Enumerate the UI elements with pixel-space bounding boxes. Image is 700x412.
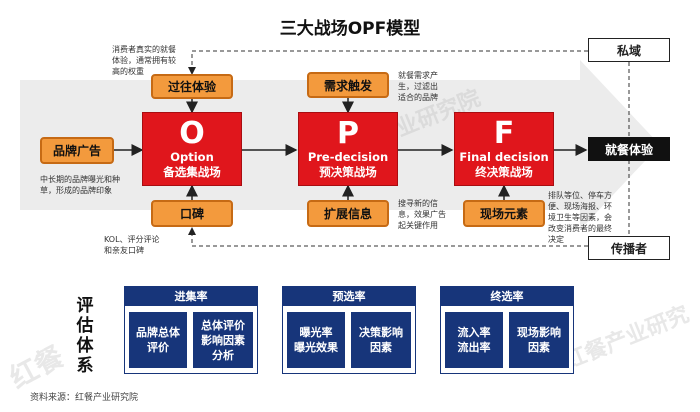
past-experience-note: 消费者真实的就餐体验，通常拥有较高的权重 <box>112 45 176 76</box>
stage-chinese: 终决策战场 <box>475 165 533 179</box>
stage-letter: O <box>179 116 205 151</box>
eval-item: 现场影响因素 <box>509 312 569 368</box>
past-experience-box: 过往体验 <box>151 74 233 99</box>
stage-letter: P <box>337 116 359 151</box>
brand-ads-box: 品牌广告 <box>40 137 114 164</box>
stage-chinese: 预决策战场 <box>319 165 377 179</box>
stage-final-decision-box: F Final decision 终决策战场 <box>454 112 554 186</box>
stage-pre-decision-box: P Pre-decision 预决策战场 <box>298 112 398 186</box>
word-of-mouth-note: KOL、评分评论和亲友口碑 <box>104 235 160 255</box>
word-of-mouth-box: 口碑 <box>151 200 233 227</box>
spreader-box: 传播者 <box>588 236 670 260</box>
stage-english: Pre-decision <box>307 150 389 164</box>
extended-info-note: 搜寻新的信息，效果广告起关键作用 <box>398 199 446 230</box>
brand-ads-note: 中长期的品牌曝光和种草，形成的品牌印象 <box>40 175 120 195</box>
eval-item: 决策影响因素 <box>351 312 411 368</box>
stage-english: Final decision <box>459 150 549 164</box>
stage-english: Option <box>170 150 214 164</box>
demand-trigger-note: 就餐需求产生，过滤出适合的品牌 <box>398 71 438 102</box>
stage-letter: F <box>493 116 515 151</box>
eval-group-header: 预选率 <box>282 286 416 306</box>
source-note: 资料来源：红餐产业研究院 <box>30 393 139 403</box>
eval-item: 总体评价影响因素分析 <box>193 312 253 368</box>
stage-chinese: 备选集战场 <box>163 165 221 179</box>
eval-group-header: 进集率 <box>124 286 258 306</box>
private-domain-box: 私域 <box>588 38 670 62</box>
eval-item: 曝光率曝光效果 <box>287 312 345 368</box>
evaluation-system-label: 评估体系 <box>76 296 94 376</box>
dining-experience-box: 就餐体验 <box>588 137 670 161</box>
eval-item: 流入率流出率 <box>445 312 503 368</box>
onsite-elements-note: 排队等位、停车方便、现场海报、环境卫生等因素，会改变消费者的最终决定 <box>548 191 612 244</box>
stage-option-box: O Option 备选集战场 <box>142 112 242 186</box>
demand-trigger-box: 需求触发 <box>307 72 389 98</box>
onsite-elements-box: 现场元素 <box>463 200 545 227</box>
diagram-title: 三大战场OPF模型 <box>279 19 421 39</box>
extended-info-box: 扩展信息 <box>307 200 389 227</box>
eval-group-header: 终选率 <box>440 286 574 306</box>
eval-item: 品牌总体评价 <box>129 312 187 368</box>
